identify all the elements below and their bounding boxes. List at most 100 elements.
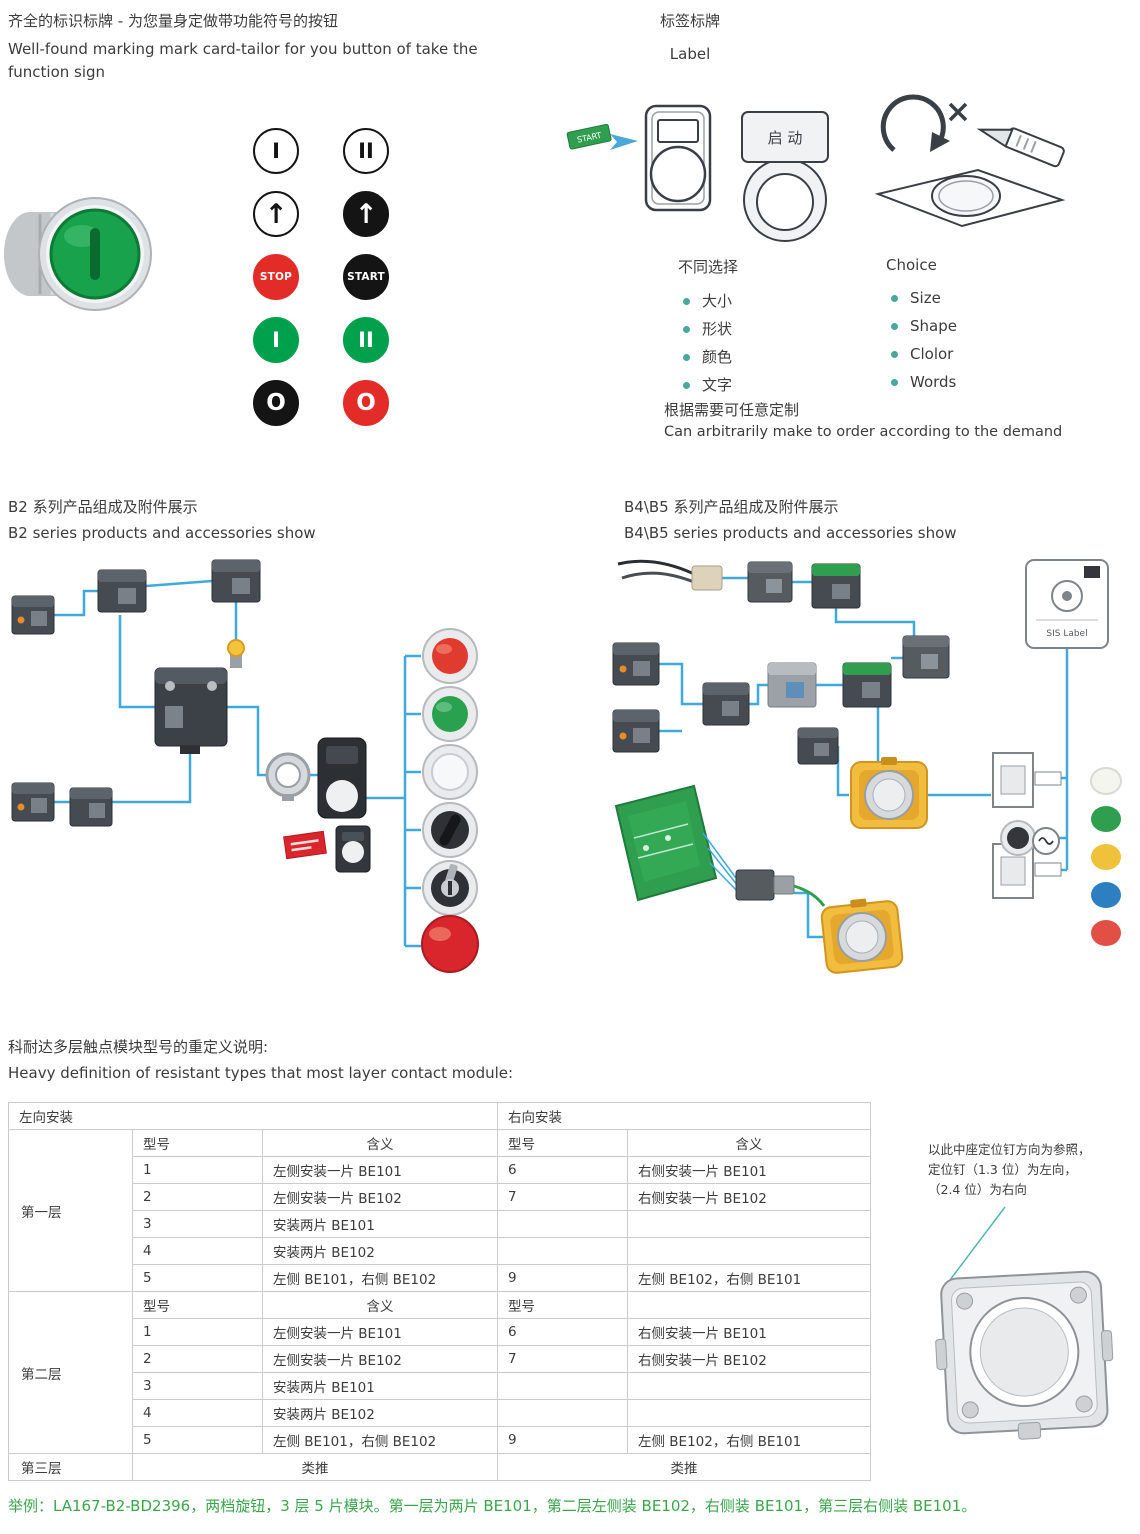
table-row: 3 安装两片 BE101 bbox=[9, 1210, 871, 1238]
model-cell: 5 bbox=[132, 1426, 263, 1454]
choice-list-en: Choice Size Shape Clolor Words bbox=[886, 256, 1056, 396]
symbol-circle-green-ii: II bbox=[343, 317, 389, 363]
model-cell: 6 bbox=[497, 1318, 628, 1346]
b45-title-en: B4\B5 series products and accessories sh… bbox=[624, 524, 957, 542]
model-cell: 4 bbox=[132, 1237, 263, 1265]
table-row: 2 左侧安装一片 BE102 7 右侧安装一片 BE102 bbox=[9, 1345, 871, 1373]
b45-title-zh: B4\B5 系列产品组成及附件展示 bbox=[624, 498, 839, 516]
symbol-circle-stop: STOP bbox=[253, 254, 299, 300]
meaning-cell: 左侧 BE102，右侧 BE101 bbox=[627, 1264, 871, 1292]
meaning-cell: 右侧安装一片 BE102 bbox=[627, 1183, 871, 1211]
choice-item: 形状 bbox=[678, 315, 848, 343]
insert-arrow-icon bbox=[610, 134, 638, 150]
button-with-collar bbox=[1000, 820, 1060, 856]
analogize-cell: 类推 bbox=[497, 1453, 871, 1481]
b45-connector-lines bbox=[659, 576, 1069, 939]
meaning-cell: 安装两片 BE102 bbox=[262, 1237, 498, 1265]
label-insert-illustration: START bbox=[566, 104, 712, 212]
choice-item: Shape bbox=[886, 312, 1056, 340]
meaning-cell bbox=[627, 1237, 871, 1265]
marking-title-zh: 齐全的标识标牌 - 为您量身定做带功能符号的按钮 bbox=[8, 12, 338, 30]
model-cell: 7 bbox=[497, 1183, 628, 1211]
meaning-cell: 左侧安装一片 BE101 bbox=[262, 1156, 498, 1184]
symbol-circle-o-red: O bbox=[343, 380, 389, 426]
table-row: 5 左侧 BE101，右侧 BE102 9 左侧 BE102，右侧 BE101 bbox=[9, 1426, 871, 1454]
meaning-header: 含义 bbox=[627, 1129, 871, 1157]
choice-item: Words bbox=[886, 368, 1056, 396]
layer3-label: 第三层 bbox=[8, 1453, 133, 1481]
button-head-green bbox=[422, 686, 478, 742]
symbol-circle-o-black: O bbox=[253, 380, 299, 426]
sis-label-text: SIS Label bbox=[1046, 629, 1087, 639]
model-cell bbox=[497, 1237, 628, 1265]
tag-text: 启 动 bbox=[768, 129, 803, 147]
wired-connector bbox=[617, 559, 723, 591]
model-header: 型号 bbox=[497, 1291, 628, 1319]
cutter-knife-icon bbox=[976, 127, 1065, 168]
choice-item: 颜色 bbox=[678, 343, 848, 371]
contact-block-green bbox=[811, 563, 861, 609]
contact-block bbox=[11, 782, 55, 822]
table-row: 第二层 型号 含义 型号 bbox=[8, 1291, 871, 1454]
b2-diagram bbox=[11, 559, 479, 973]
contact-block-light bbox=[767, 662, 817, 708]
main-contact-block bbox=[154, 667, 228, 754]
table-row: 左向安装 右向安装 bbox=[8, 1102, 871, 1130]
custom-note-zh: 根据需要可任意定制 bbox=[664, 401, 800, 419]
contact-block bbox=[747, 561, 793, 603]
switch-assembly bbox=[735, 869, 826, 907]
label-frame bbox=[644, 104, 712, 212]
model-cell: 2 bbox=[132, 1183, 263, 1211]
marking-title-en: Well-found marking mark card-tailor for … bbox=[8, 40, 478, 82]
symbol-circle-green-i: I bbox=[253, 317, 299, 363]
label-tag-illustration: 启 动 bbox=[741, 111, 829, 242]
choice-title-zh: 不同选择 bbox=[678, 258, 739, 276]
contact-block bbox=[612, 709, 660, 753]
key-switch bbox=[422, 860, 478, 916]
choice-item: Clolor bbox=[886, 340, 1056, 368]
cut-circle bbox=[931, 175, 1001, 217]
square-plate bbox=[335, 825, 371, 873]
indicator-lamp bbox=[227, 639, 245, 668]
table-title-en: Heavy definition of resistant types that… bbox=[8, 1064, 514, 1082]
meaning-cell: 左侧安装一片 BE101 bbox=[262, 1318, 498, 1346]
meaning-cell: 右侧安装一片 BE101 bbox=[627, 1318, 871, 1346]
contact-block-small bbox=[797, 727, 839, 765]
contact-block bbox=[702, 682, 750, 726]
meaning-cell: 左侧 BE102，右侧 BE101 bbox=[627, 1426, 871, 1454]
model-header: 型号 bbox=[132, 1291, 263, 1319]
model-header: 型号 bbox=[497, 1129, 628, 1157]
meaning-cell: 安装两片 BE101 bbox=[262, 1210, 498, 1238]
label-plate bbox=[317, 737, 367, 819]
center-base-drawing bbox=[935, 1270, 1114, 1440]
mushroom-button bbox=[421, 915, 479, 973]
example-note: 举例：LA167-B2-BD2396，两档旋钮，3 层 5 片模块。第一层为两片… bbox=[8, 1497, 977, 1515]
symbol-grid: I II ↑ ↑ STOP START I II O O bbox=[253, 128, 389, 426]
meaning-cell bbox=[627, 1372, 871, 1400]
yellow-mounting-base bbox=[819, 894, 905, 975]
meaning-cell bbox=[627, 1210, 871, 1238]
meaning-cell: 左侧安装一片 BE102 bbox=[262, 1183, 498, 1211]
table-row: 第三层 类推 类推 bbox=[8, 1453, 871, 1481]
table-row: 5 左侧 BE101，右侧 BE102 9 左侧 BE102，右侧 BE101 bbox=[9, 1264, 871, 1292]
holder-bracket bbox=[992, 752, 1062, 808]
table-row: 4 安装两片 BE102 bbox=[9, 1399, 871, 1427]
meaning-cell: 安装两片 BE101 bbox=[262, 1372, 498, 1400]
left-install-header: 左向安装 bbox=[8, 1102, 498, 1130]
model-cell: 3 bbox=[132, 1372, 263, 1400]
contact-block bbox=[902, 635, 950, 679]
mounting-collar bbox=[265, 752, 311, 801]
button-head-red bbox=[422, 628, 478, 684]
rotate-cut-icon bbox=[880, 94, 968, 152]
b2-title-zh: B2 系列产品组成及附件展示 bbox=[8, 498, 198, 516]
selector-knob bbox=[422, 802, 478, 858]
b2-title-en: B2 series products and accessories show bbox=[8, 524, 316, 542]
model-cell: 3 bbox=[132, 1210, 263, 1238]
table-row: 2 左侧安装一片 BE102 7 右侧安装一片 BE102 bbox=[9, 1183, 871, 1211]
model-cell: 7 bbox=[497, 1345, 628, 1373]
symbol-circle-start: START bbox=[343, 254, 389, 300]
contact-block-green bbox=[842, 662, 892, 708]
contact-block bbox=[97, 569, 147, 613]
model-cell: 1 bbox=[132, 1318, 263, 1346]
model-cell: 9 bbox=[497, 1426, 628, 1454]
